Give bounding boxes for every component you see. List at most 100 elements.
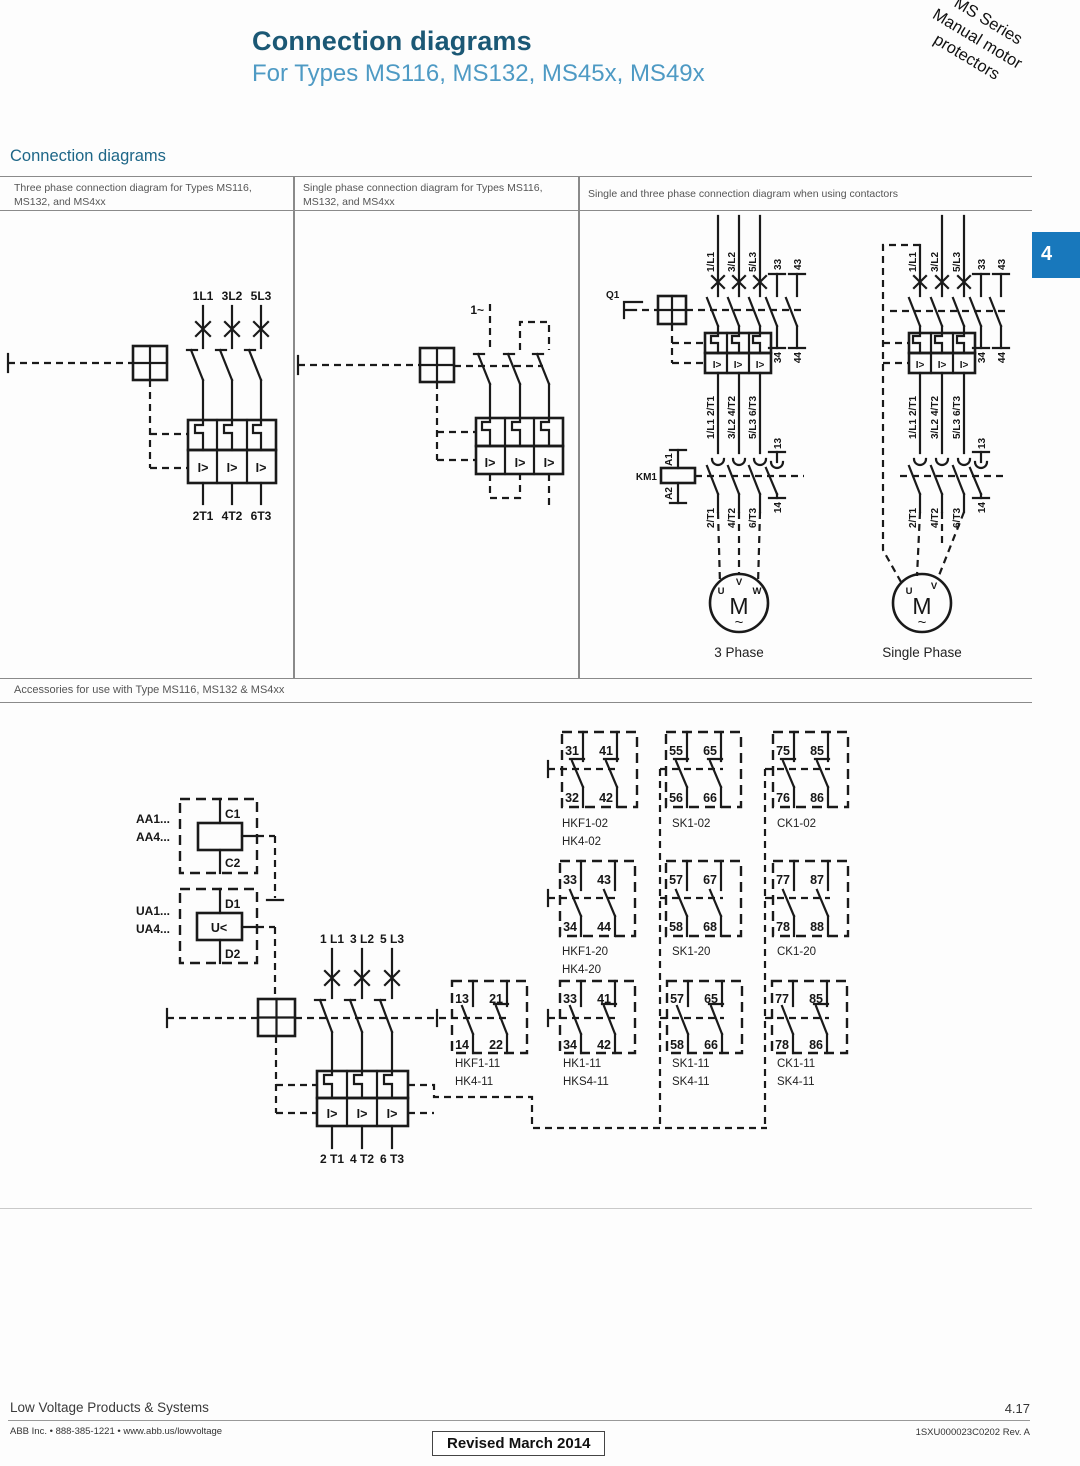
coil-terminal-label: C1 bbox=[225, 807, 241, 821]
magnetic-trip-symbol: I> bbox=[198, 461, 209, 475]
load-terminal-label: 4/T2 bbox=[930, 508, 941, 528]
line-terminal-label: 5/L3 bbox=[748, 419, 759, 439]
shunt-trip-unit: AA1... AA4... C1 C2 bbox=[136, 797, 285, 902]
section-bottom-rule bbox=[0, 1208, 1032, 1209]
terminal-label: 5 L3 bbox=[380, 932, 404, 946]
load-terminal-label: 6/T3 bbox=[748, 508, 759, 528]
line-terminal-label: 1/L1 bbox=[908, 419, 919, 439]
aux-contact-block-hkf1-20: 33 43 34 44 HKF1-20 HK4-20 bbox=[546, 859, 637, 976]
accessories-header: Accessories for use with Type MS116, MS1… bbox=[0, 678, 1032, 703]
magnetic-trip-symbol: I> bbox=[916, 360, 925, 371]
accessories-diagram: AA1... AA4... C1 C2 UA1... UA4... U< D1 … bbox=[136, 730, 850, 1166]
model-name: SK1-02 bbox=[672, 818, 710, 830]
aux-terminal-label: 33 bbox=[773, 258, 784, 270]
contact-number: 42 bbox=[599, 791, 613, 805]
terminal-label: 2T1 bbox=[193, 509, 214, 523]
breaker-label: Q1 bbox=[606, 290, 620, 301]
footer-doc-number: 1SXU000023C0202 Rev. A bbox=[915, 1427, 1030, 1438]
load-terminal-label: 4/T2 bbox=[727, 396, 738, 416]
contactor-label: KM1 bbox=[636, 472, 658, 483]
breaker-aux-contacts: 33 43 34 44 bbox=[764, 258, 807, 364]
motor-terminal: V bbox=[931, 581, 938, 592]
operating-handle bbox=[6, 344, 188, 470]
contact-number: 32 bbox=[565, 791, 579, 805]
contact-number: 56 bbox=[669, 791, 683, 805]
magnetic-trip-symbol: I> bbox=[387, 1107, 398, 1121]
contact-number: 66 bbox=[703, 791, 717, 805]
aux-terminal-label: 14 bbox=[977, 502, 988, 514]
contact-number: 86 bbox=[810, 791, 824, 805]
contact-number: 66 bbox=[704, 1038, 718, 1052]
supply-wiring bbox=[488, 304, 551, 350]
phase-label: 1~ bbox=[470, 303, 484, 317]
load-terminal-label: 2/T1 bbox=[908, 508, 919, 528]
column-divider-2 bbox=[578, 176, 580, 678]
aux-contact-block-ck1-02: 75 85 76 86 CK1-02 bbox=[765, 730, 850, 830]
poles bbox=[472, 352, 551, 420]
line-terminal-label: 3/L2 bbox=[727, 419, 738, 439]
load-wiring bbox=[488, 474, 551, 510]
contactor-km1: KM1 A1 A2 bbox=[636, 448, 804, 505]
aux-terminal-label: 13 bbox=[977, 437, 988, 449]
aux-contact-block-hk1-11: 33 41 34 42 HK1-11 HKS4-11 bbox=[546, 979, 637, 1088]
coil-terminal-label: A1 bbox=[664, 453, 675, 466]
single-phase-diagram: 1~ I> I> bbox=[296, 303, 565, 510]
contact-number: 31 bbox=[565, 744, 579, 758]
contact-number: 57 bbox=[669, 873, 683, 887]
contactor-diagram: Q1 1/L1 3/L2 5/L3 33 4 bbox=[606, 214, 1011, 660]
terminal-label: 2 T1 bbox=[320, 1152, 344, 1166]
magnetic-trip-symbol: I> bbox=[485, 456, 496, 470]
breaker-poles: 1/L1 3/L2 5/L3 bbox=[907, 214, 972, 335]
contact-number: 76 bbox=[776, 791, 790, 805]
caption-single-phase: Single Phase bbox=[882, 645, 962, 660]
aux-contact-block-hkf1-02: 31 41 32 42 HKF1-02 HK4-02 bbox=[546, 730, 639, 848]
load-terminal-label: 4/T2 bbox=[930, 396, 941, 416]
aux-terminal-label: 34 bbox=[773, 352, 784, 364]
aux-terminal-label: 14 bbox=[773, 502, 784, 514]
footer-brand: Low Voltage Products & Systems bbox=[10, 1400, 209, 1415]
line-terminal-label: 5/L3 bbox=[952, 419, 963, 439]
trip-unit: I> I> I> bbox=[883, 331, 977, 375]
contact-number: 65 bbox=[703, 744, 717, 758]
device-label: AA4... bbox=[136, 830, 170, 844]
contact-number: 85 bbox=[810, 744, 824, 758]
magnetic-trip-symbol: I> bbox=[713, 360, 722, 371]
operating-handle bbox=[296, 346, 543, 462]
load-terminal-label: 6/T3 bbox=[952, 508, 963, 528]
line-terminal-label: 3/L2 bbox=[930, 419, 941, 439]
contact-number: 78 bbox=[775, 1038, 789, 1052]
load-terminal-label: 4/T2 bbox=[727, 508, 738, 528]
coil-terminal-label: D2 bbox=[225, 947, 241, 961]
device-label: AA1... bbox=[136, 812, 170, 826]
device-label: UA4... bbox=[136, 922, 170, 936]
contactor-aux-contact: 13 14 bbox=[764, 437, 787, 514]
magnetic-trip-symbol: I> bbox=[357, 1107, 368, 1121]
contact-number: 87 bbox=[810, 873, 824, 887]
contact-number: 33 bbox=[563, 873, 577, 887]
trip-unit: I> I> I> bbox=[186, 418, 278, 485]
aux-terminal-label: 43 bbox=[997, 258, 1008, 270]
load-terminal-label: 2/T1 bbox=[706, 508, 717, 528]
contact-number: 13 bbox=[455, 992, 469, 1006]
column-header-1: Three phase connection diagram for Types… bbox=[14, 182, 252, 209]
contactor-contacts bbox=[900, 457, 1008, 496]
contact-number: 65 bbox=[704, 992, 718, 1006]
aux-contact-block-sk1-11: 57 65 58 66 SK1-11 SK4-11 bbox=[660, 979, 744, 1088]
model-name: SK1-11 bbox=[672, 1058, 710, 1070]
contact-number: 41 bbox=[599, 744, 613, 758]
contact-number: 67 bbox=[703, 873, 717, 887]
contact-number: 88 bbox=[810, 920, 824, 934]
line-terminal-label: 5/L3 bbox=[952, 252, 963, 272]
motor-symbol: M bbox=[912, 593, 931, 619]
line-terminal-label: 1/L1 bbox=[706, 419, 717, 439]
aux-contact-block-ck1-11: 77 85 78 86 CK1-11 SK4-11 bbox=[765, 979, 849, 1088]
model-name: HKF1-20 bbox=[562, 946, 608, 958]
line-terminal-label: 5/L3 bbox=[748, 252, 759, 272]
model-name: CK1-02 bbox=[777, 818, 816, 830]
aux-terminal-label: 13 bbox=[773, 437, 784, 449]
magnetic-trip-symbol: I> bbox=[256, 461, 267, 475]
load-terminal-label: 2/T1 bbox=[706, 396, 717, 416]
load-terminal-label: 6/T3 bbox=[748, 396, 759, 416]
aux-terminal-label: 43 bbox=[793, 258, 804, 270]
model-name: CK1-20 bbox=[777, 946, 816, 958]
